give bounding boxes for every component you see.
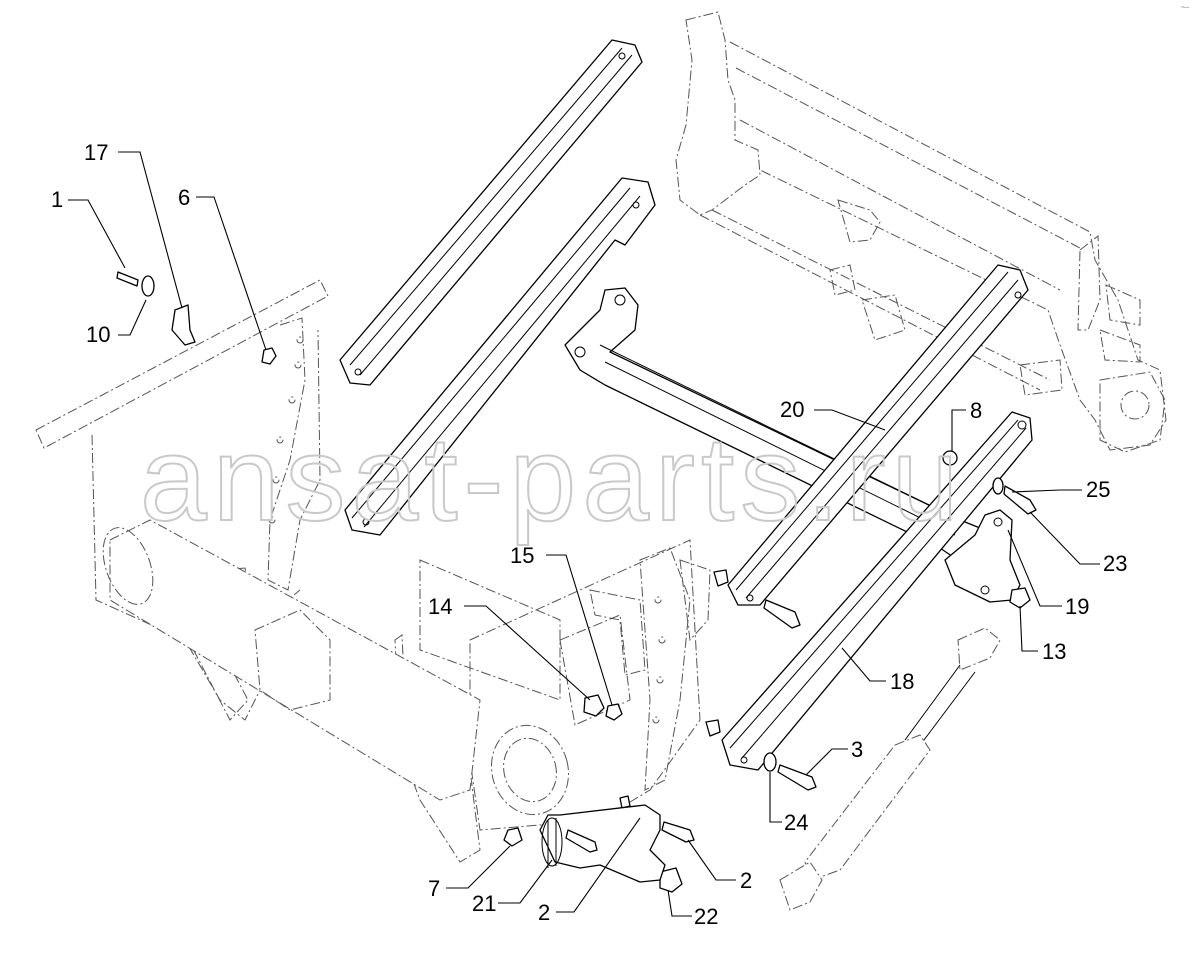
- callout-18: 18: [890, 669, 914, 694]
- callout-leaders: [68, 151, 1100, 917]
- callout-25: 25: [1086, 477, 1110, 502]
- callout-8: 8: [970, 398, 982, 423]
- callout-21: 21: [472, 891, 496, 916]
- callout-2-right: 2: [740, 868, 752, 893]
- callout-15: 15: [510, 543, 534, 568]
- hardware: [116, 271, 1037, 893]
- link-bracket: [539, 804, 666, 883]
- callout-22: 22: [694, 904, 718, 929]
- callouts: 1 17 6 10 20 8 25 23 19 13 18 15 14 3 24…: [51, 140, 1127, 929]
- background-frame: [35, 11, 1167, 863]
- upper-rail-pair: [339, 39, 656, 536]
- gas-strut: [779, 627, 1001, 911]
- callout-1: 1: [51, 187, 63, 212]
- callout-24: 24: [784, 810, 808, 835]
- callout-10: 10: [86, 322, 110, 347]
- callout-6: 6: [178, 185, 190, 210]
- callout-20: 20: [780, 397, 804, 422]
- callout-14: 14: [428, 594, 452, 619]
- callout-13: 13: [1042, 639, 1066, 664]
- callout-2-bottom: 2: [538, 900, 550, 925]
- callout-7: 7: [428, 876, 440, 901]
- callout-23: 23: [1103, 551, 1127, 576]
- side-bracket: [944, 509, 1021, 603]
- callout-3: 3: [851, 737, 863, 762]
- corner-mark: ~-: [1180, 2, 1189, 12]
- callout-17: 17: [84, 140, 108, 165]
- callout-19: 19: [1065, 594, 1089, 619]
- watermark: ansat-parts.ru: [140, 412, 964, 546]
- lower-rail-pair: [721, 264, 1033, 771]
